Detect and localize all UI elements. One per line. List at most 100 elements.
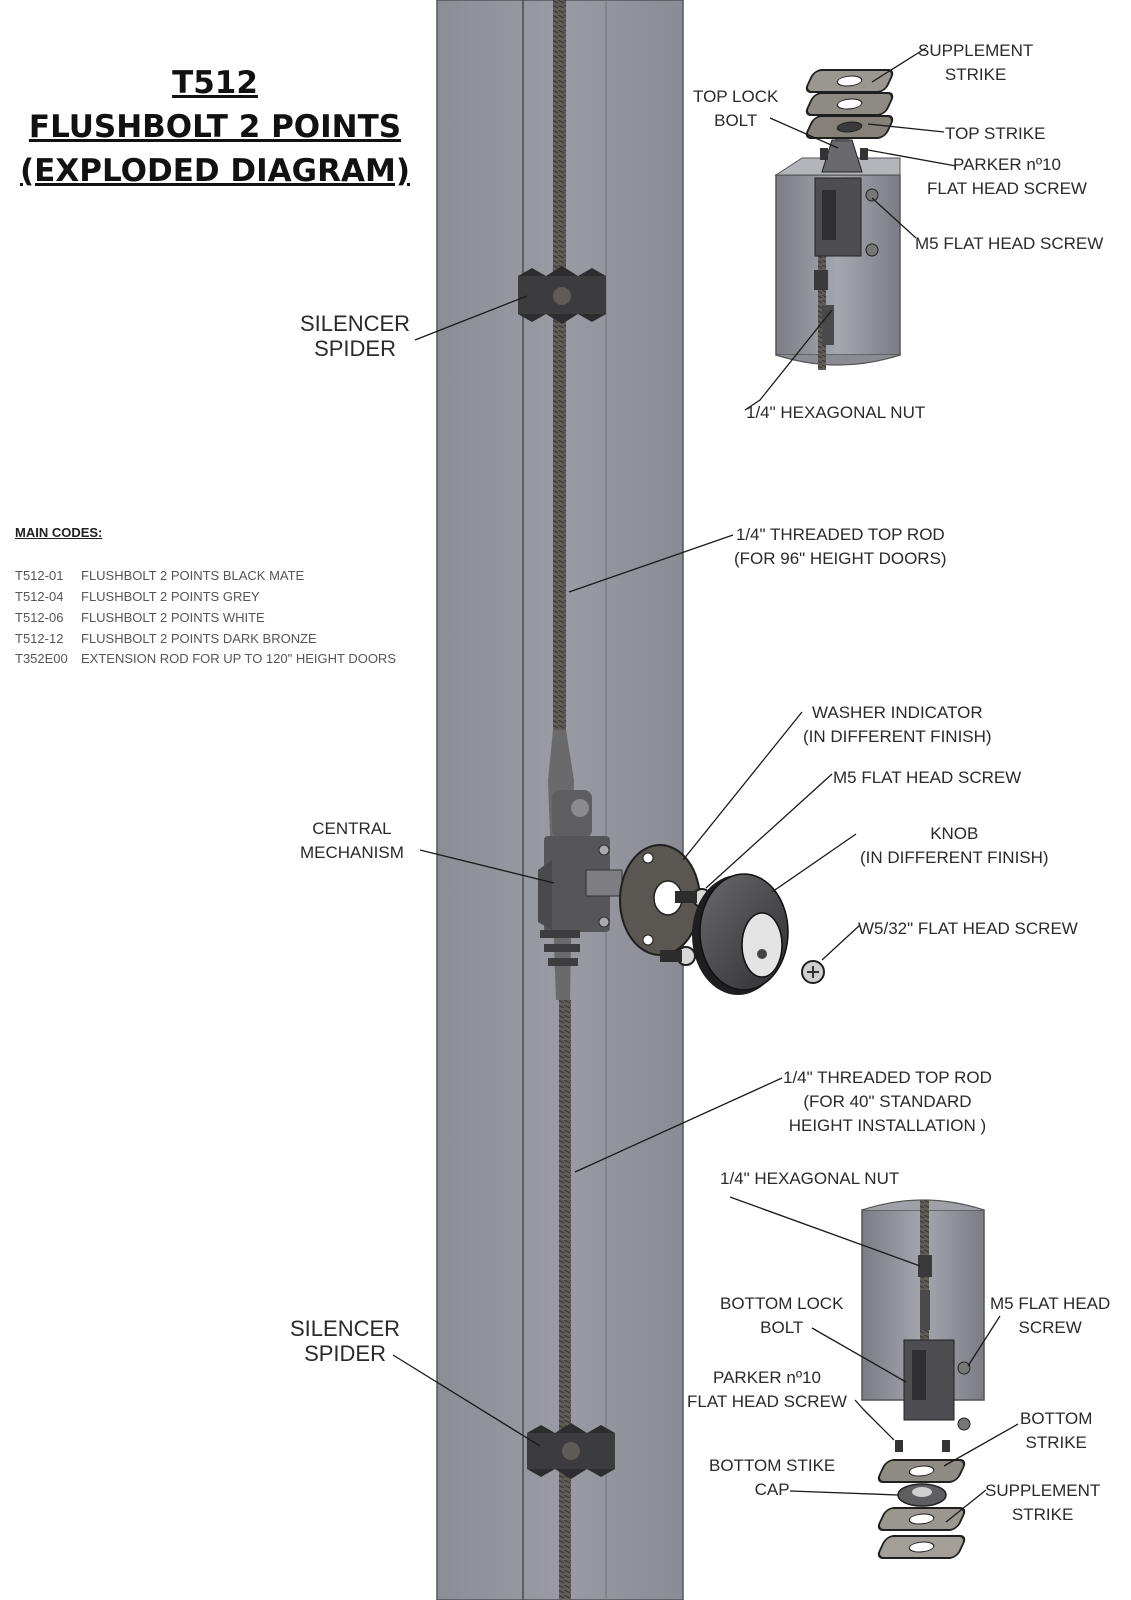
leader-bottom-lock-bolt [811,1327,907,1383]
code-row: T512-01 FLUSHBOLT 2 POINTS BLACK MATE [15,568,304,583]
label-central-mechanism: CENTRAL MECHANISM [300,817,404,865]
label-line: CENTRAL [312,819,392,838]
top-detail-assembly [774,157,901,370]
leader-supplement-strike-bottom [945,1489,987,1523]
label-top-lock-bolt: TOP LOCK BOLT [693,85,778,133]
leader-hex-nut-bottom [729,1196,921,1267]
code-id: T512-04 [15,589,64,604]
title-line-1: T512 [172,65,258,101]
label-parker-top: PARKER nº10 FLAT HEAD SCREW [927,153,1087,201]
label-line: KNOB [930,824,979,843]
code-id: T512-06 [15,610,64,625]
leader-silencer-top [414,295,528,341]
leader-knob [771,833,857,893]
label-bottom-strike: BOTTOM STRIKE [1020,1407,1092,1455]
label-top-rod-96: 1/4" THREADED TOP ROD (FOR 96" HEIGHT DO… [734,523,947,571]
central-mechanism-body [538,730,623,1000]
code-row: T512-04 FLUSHBOLT 2 POINTS GREY [15,589,260,604]
label-supplement-strike-bottom: SUPPLEMENT STRIKE [985,1479,1100,1527]
label-line: FLAT HEAD SCREW [687,1392,847,1411]
label-line: SPIDER [314,336,396,361]
leader-parker-top [867,149,957,167]
leader-lines [392,47,1019,1523]
leader-supplement-strike-top [871,47,927,83]
label-m5-bottom: M5 FLAT HEAD SCREW [990,1292,1110,1340]
label-line: 1/4" THREADED TOP ROD [735,525,945,544]
w532-screw [801,960,825,984]
label-line: BOTTOM [1020,1409,1093,1428]
label-line: (IN DIFFERENT FINISH) [803,727,992,746]
label-line: SUPPLEMENT [918,41,1034,60]
label-line: (FOR 96" HEIGHT DOORS) [734,549,947,568]
label-line: M5 FLAT HEAD [990,1294,1111,1313]
label-m5-mid: M5 FLAT HEAD SCREW [833,766,1021,790]
label-line: FLAT HEAD SCREW [927,179,1087,198]
label-line: BOLT [760,1318,804,1337]
code-row: T512-06 FLUSHBOLT 2 POINTS WHITE [15,610,265,625]
code-id: T512-01 [15,568,64,583]
label-top-strike: TOP STRIKE [945,122,1045,146]
label-line: BOLT [714,111,758,130]
code-description: FLUSHBOLT 2 POINTS BLACK MATE [81,568,305,583]
bottom-detail-assembly [861,1199,985,1452]
leader-parker-bottom [854,1399,895,1441]
label-line: BOTTOM LOCK [720,1294,844,1313]
code-id: T352E00 [15,651,68,666]
label-line: BOTTOM STIKE [709,1456,836,1475]
leader-m5-top [871,197,917,239]
label-line: MECHANISM [300,843,404,862]
label-line: SUPPLEMENT [985,1481,1101,1500]
title-line-2: FLUSHBOLT 2 POINTS [28,109,402,145]
leader-central [419,849,555,884]
silencer-spider-top [518,266,606,324]
label-parker-bottom: PARKER nº10 FLAT HEAD SCREW [687,1366,847,1414]
code-description: FLUSHBOLT 2 POINTS WHITE [81,610,265,625]
label-line: SILENCER [290,1316,401,1341]
label-line: W5/32" FLAT HEAD SCREW [858,919,1078,938]
label-line: SILENCER [300,311,411,336]
leader-bottom-cap [789,1490,899,1496]
label-line: STRIKE [944,65,1007,84]
label-washer-indicator: WASHER INDICATOR (IN DIFFERENT FINISH) [803,701,992,749]
silencer-spider-bottom [527,1423,615,1479]
top-strike-plates [805,69,894,160]
leader-top-rod-40 [574,1077,783,1173]
label-bottom-strike-cap: BOTTOM STIKE CAP [709,1454,835,1502]
code-description: FLUSHBOLT 2 POINTS GREY [81,589,260,604]
label-line: CAP [754,1480,790,1499]
title-line-3: (EXPLODED DIAGRAM) [20,153,410,189]
label-m5-top: M5 FLAT HEAD SCREW [915,232,1103,256]
main-codes-heading: MAIN CODES: [15,525,103,540]
threaded-rod-upper [553,0,566,730]
label-hex-nut-top: 1/4" HEXAGONAL NUT [746,401,925,425]
label-line: WASHER INDICATOR [811,703,983,722]
label-line: (IN DIFFERENT FINISH) [860,848,1049,867]
label-hex-nut-bottom: 1/4" HEXAGONAL NUT [720,1167,899,1191]
label-silencer-top: SILENCER SPIDER [300,311,410,361]
label-line: HEIGHT INSTALLATION ) [788,1116,987,1135]
knob [692,873,789,995]
label-line: M5 FLAT HEAD SCREW [833,768,1022,787]
leader-w532 [821,924,861,961]
label-line: 1/4" THREADED TOP ROD [783,1068,992,1087]
code-id: T512-12 [15,631,64,646]
label-line: 1/4" HEXAGONAL NUT [720,1169,900,1188]
label-line: 1/4" HEXAGONAL NUT [746,403,926,422]
label-line: STRIKE [1011,1505,1074,1524]
m5-screw-mid-lower [660,946,696,966]
label-knob: KNOB (IN DIFFERENT FINISH) [860,822,1049,870]
leader-hex-nut-top [744,309,833,411]
leader-top-strike [867,123,945,133]
threaded-rod-lower [559,1000,571,1600]
label-line: TOP STRIKE [945,124,1046,143]
label-line: SPIDER [304,1341,386,1366]
code-row: T512-12 FLUSHBOLT 2 POINTS DARK BRONZE [15,631,317,646]
label-line: PARKER nº10 [953,155,1061,174]
label-line: TOP LOCK [693,87,779,106]
label-line: (FOR 40" STANDARD [803,1092,972,1111]
label-bottom-lock-bolt: BOTTOM LOCK BOLT [720,1292,843,1340]
code-description: FLUSHBOLT 2 POINTS DARK BRONZE [81,631,317,646]
label-w532-screw: W5/32" FLAT HEAD SCREW [858,917,1078,941]
